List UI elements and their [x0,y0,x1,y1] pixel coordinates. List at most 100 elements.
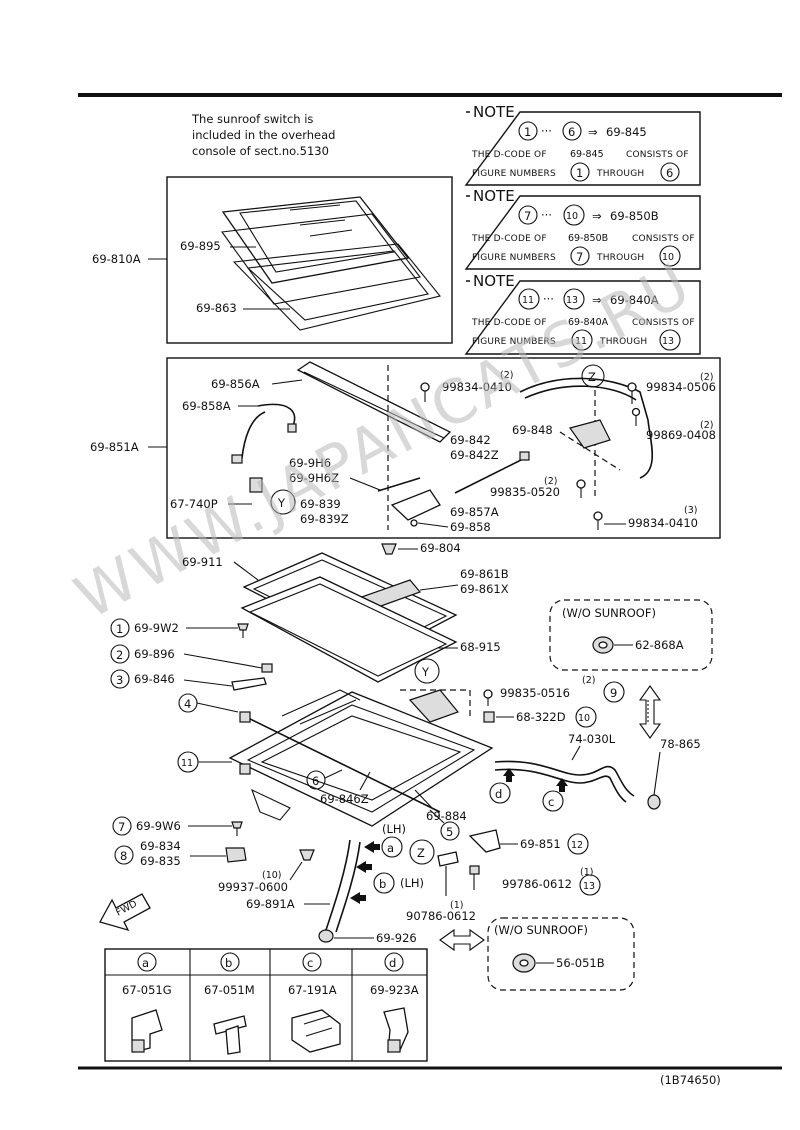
svg-text:13: 13 [662,336,674,347]
clip-legend-table: a b c d 67-051G 67-051M 67-191A 69-923A [104,948,428,1062]
svg-text:···: ··· [543,292,554,306]
svg-text:(2): (2) [500,370,513,381]
note-box-2: NOTE 7 ··· 10 ⇒ 69-850B THE D-CODE OF 69… [464,187,701,270]
rail [296,361,452,443]
svg-text:console of sect.no.5130: console of sect.no.5130 [192,144,329,158]
svg-text:⇒: ⇒ [588,125,598,139]
svg-text:4: 4 [184,697,191,711]
svg-text:CONSISTS OF: CONSISTS OF [632,318,695,328]
svg-text:NOTE: NOTE [473,187,515,205]
switch-note: The sunroof switch is included in the ov… [191,112,335,158]
svg-text:9: 9 [610,686,617,700]
svg-text:67-051M: 67-051M [204,983,255,997]
svg-text:3: 3 [116,673,123,687]
svg-text:7: 7 [576,250,583,264]
svg-text:THE D-CODE OF: THE D-CODE OF [471,318,547,328]
svg-text:78-865: 78-865 [660,737,701,751]
svg-text:included in the overhead: included in the overhead [192,128,335,142]
svg-text:(LH): (LH) [400,876,424,890]
double-arrow-horizontal [439,928,485,952]
y-marker-lower: Y [400,658,471,723]
svg-text:69-845: 69-845 [606,125,647,139]
svg-text:69-804: 69-804 [420,541,461,555]
svg-text:THROUGH: THROUGH [596,253,644,263]
svg-text:69-810A: 69-810A [92,252,141,266]
callout-3: 3 69-846 [110,669,267,691]
svg-text:69-926: 69-926 [376,931,417,945]
svg-text:CONSISTS OF: CONSISTS OF [632,234,695,244]
svg-text:(2): (2) [700,372,713,383]
svg-text:69-850B: 69-850B [610,209,659,223]
callout-7: 7 69-9W6 [112,816,243,836]
svg-text:69-858A: 69-858A [182,399,231,413]
note-box-1: NOTE 1 ··· 6 ⇒ 69-845 THE D-CODE OF 69-8… [464,103,701,186]
svg-text:(3): (3) [684,505,697,516]
double-arrow-vertical [638,685,662,739]
guide-bracket [390,489,441,521]
svg-text:69-835: 69-835 [140,854,181,868]
marker-c: c [542,778,568,812]
svg-text:69-842Z: 69-842Z [450,448,499,462]
svg-text:69-839Z: 69-839Z [300,512,349,526]
callout-bolt-g: (10) 99937-0600 [218,849,315,894]
svg-text:69-845: 69-845 [570,149,604,160]
svg-text:56-051B: 56-051B [556,956,605,970]
svg-text:NOTE: NOTE [473,103,515,121]
callout-10: 68-322D 10 [483,706,597,728]
svg-text:(2): (2) [544,476,557,487]
svg-text:(1): (1) [450,900,463,911]
svg-text:7: 7 [524,209,531,223]
svg-text:11: 11 [522,295,534,306]
svg-text:69-911: 69-911 [182,555,223,569]
note-box-3: NOTE 11 ··· 13 ⇒ 69-840A THE D-CODE OF 6… [464,272,701,355]
fwd-arrow: FWD [99,893,151,932]
svg-text:1: 1 [524,125,531,139]
svg-text:74-030L: 74-030L [568,732,616,746]
svg-text:69-857A: 69-857A [450,505,499,519]
svg-text:69-842: 69-842 [450,433,491,447]
svg-text:10: 10 [662,252,674,263]
svg-text:69-840A: 69-840A [610,293,659,307]
svg-text:69-858: 69-858 [450,520,491,534]
svg-text:⇒: ⇒ [592,293,602,307]
diagram-code: (1B74650) [660,1073,721,1087]
svg-text:Y: Y [277,496,286,510]
callout-bolt-i: (1) 90786-0612 [406,851,476,923]
relay [249,477,263,493]
svg-text:69-861X: 69-861X [460,582,509,596]
svg-text:69-834: 69-834 [140,839,181,853]
callout-2: 2 69-896 [110,644,273,673]
svg-text:69-851A: 69-851A [90,440,139,454]
svg-text:69-9H6: 69-9H6 [289,456,331,470]
callout-13: (1) 99786-0612 13 [469,865,601,896]
svg-text:d: d [495,787,502,801]
svg-text:69-895: 69-895 [180,239,221,253]
svg-text:69-896: 69-896 [134,647,175,661]
callout-12: 69-851 12 [468,829,589,855]
svg-text:Z: Z [417,846,425,860]
svg-text:(LH): (LH) [382,822,406,836]
svg-text:69-923A: 69-923A [370,983,419,997]
svg-text:67-051G: 67-051G [122,983,172,997]
svg-text:5: 5 [446,825,453,839]
svg-text:99937-0600: 99937-0600 [218,880,288,894]
svg-text:CONSISTS OF: CONSISTS OF [626,150,689,160]
svg-text:a: a [387,841,394,855]
svg-text:1: 1 [116,622,123,636]
svg-text:68-322D: 68-322D [516,710,566,724]
svg-text:99786-0612: 99786-0612 [502,877,572,891]
svg-text:67-740P: 67-740P [170,497,218,511]
svg-text:62-868A: 62-868A [635,638,684,652]
callout-9: (2) 99835-0516 9 [483,675,625,706]
callout-11: 11 [177,751,232,773]
svg-text:8: 8 [120,849,127,863]
without-sunroof-box-1: (W/O SUNROOF) 62-868A [549,599,713,671]
svg-text:69-850B: 69-850B [568,233,608,244]
svg-text:69-846Z: 69-846Z [320,792,369,806]
sunroof-frame [228,689,494,827]
svg-text:10: 10 [578,713,590,724]
svg-text:69-861B: 69-861B [460,567,509,581]
svg-text:6: 6 [312,774,319,788]
z-marker-lower: Z [409,839,435,865]
grommet: 69-804 [381,541,461,555]
